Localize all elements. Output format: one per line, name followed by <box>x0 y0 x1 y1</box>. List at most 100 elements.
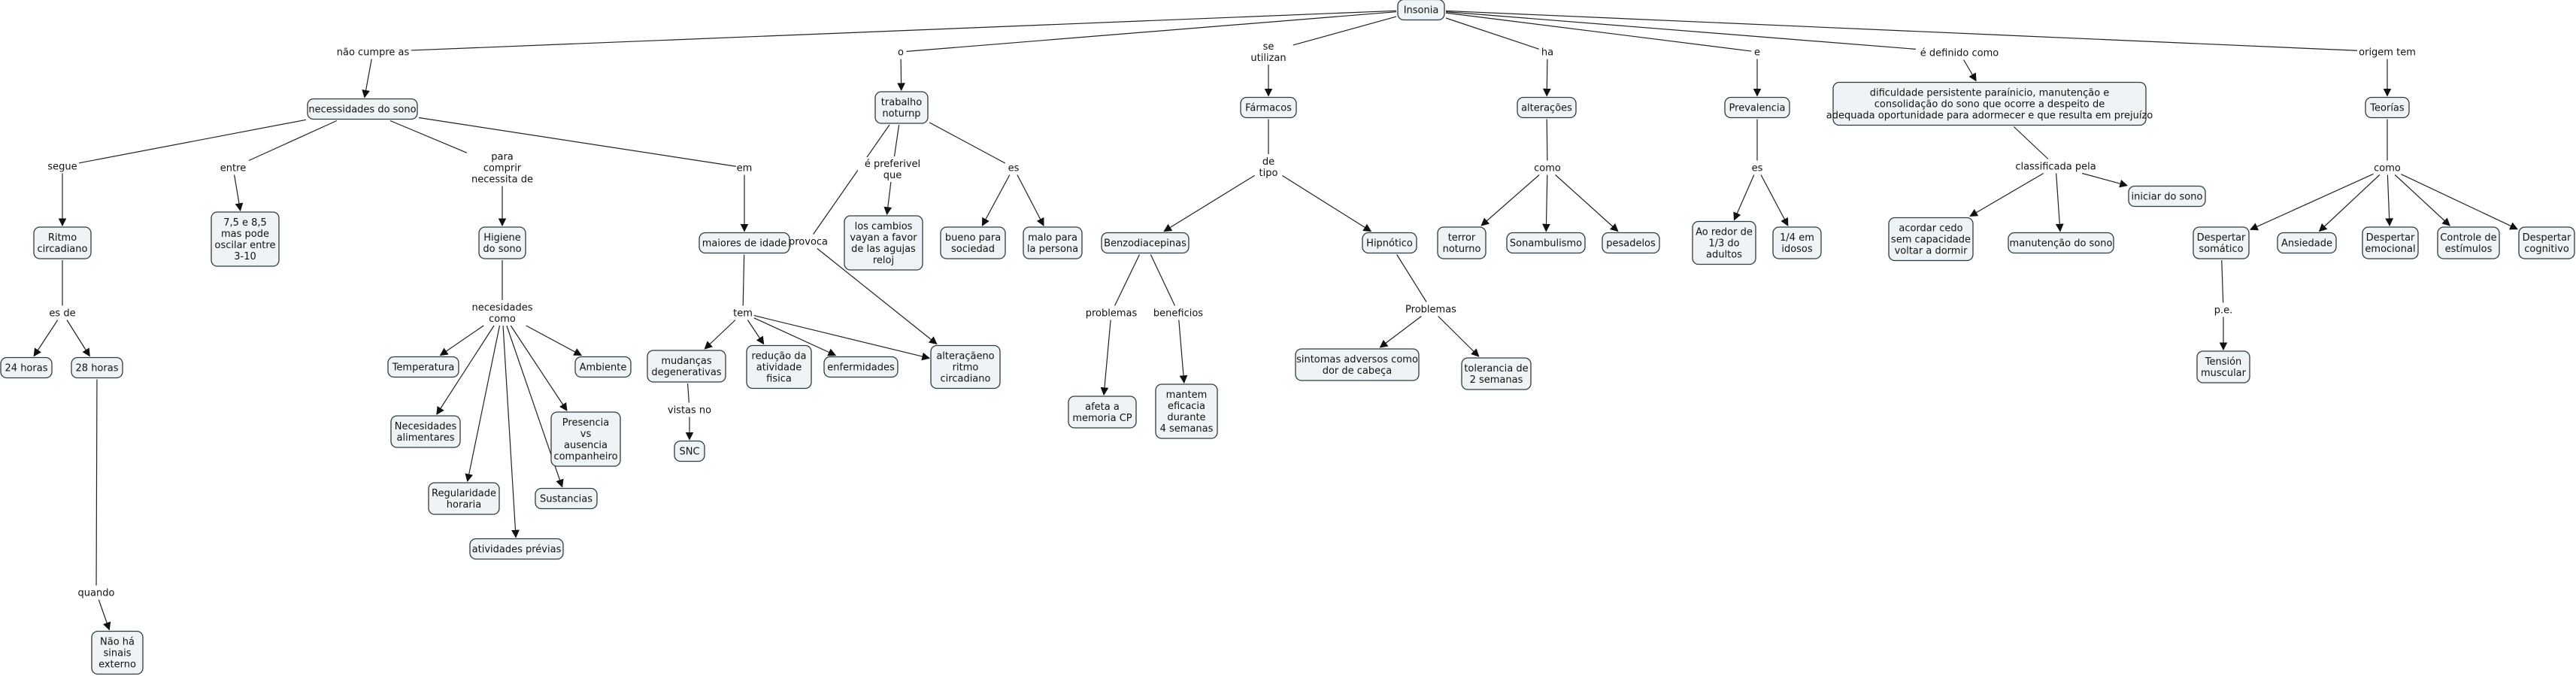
label-text: problemas <box>1086 308 1138 320</box>
connector-necesidades_como-temperatura <box>439 325 484 356</box>
concept-box <box>1240 96 1297 119</box>
concept-box <box>211 211 280 267</box>
concept-text: dificuldade persistente paraínicio, manu… <box>1826 88 2153 122</box>
connector-necessidades-para_comprir <box>389 120 468 153</box>
concept-box <box>1602 232 1660 254</box>
concept-box <box>699 232 790 254</box>
link-label-entre: entre <box>217 161 249 174</box>
connector-entre-oscilar <box>234 174 244 212</box>
concept-manutencao: manutenção do sono <box>2008 232 2114 254</box>
concept-text: alterações <box>1521 103 1572 114</box>
connector-es_prev-idosos <box>1760 174 1789 226</box>
connector-insonia-e_prev <box>1445 12 1752 52</box>
link-label-segue: segue <box>47 159 78 173</box>
label-text: em <box>737 163 753 174</box>
connector-es_prev-redor <box>1733 174 1755 221</box>
connector-como_teo-cognitivo <box>2401 174 2518 230</box>
connector-quando-nao_sinais <box>98 599 111 631</box>
concept-insonia: Insonia <box>1397 0 1445 21</box>
connector-classificada-manutencao <box>2055 173 2064 232</box>
label-text: es <box>1008 163 1020 174</box>
link-label-definido: é definido como <box>1917 46 2002 59</box>
connector-es_de-h28 <box>66 320 90 357</box>
concept-text: maiores de idade <box>702 238 787 250</box>
label-backdrop <box>736 161 753 174</box>
label-backdrop <box>662 403 717 417</box>
concept-teorias: Teorías <box>2365 96 2410 119</box>
label-text: p.e. <box>2214 305 2233 317</box>
concept-box <box>1832 81 2147 126</box>
connector-nao_cumpre-necessidades <box>362 59 372 99</box>
concept-box <box>647 350 726 383</box>
label-text: segue <box>47 162 77 173</box>
label-backdrop <box>2374 161 2401 174</box>
label-backdrop <box>1149 306 1208 320</box>
link-label-es-de: es de <box>47 306 78 320</box>
concept-text: atividades prévias <box>472 544 562 556</box>
label-backdrop <box>2358 45 2417 59</box>
concept-box <box>2437 226 2500 259</box>
label-backdrop <box>786 235 830 248</box>
link-label-como-teo: como <box>2374 161 2401 174</box>
connector-lines <box>33 10 2518 631</box>
connector-benzo-problemas <box>1114 254 1141 306</box>
connector-como_teo-emocional <box>2385 174 2394 227</box>
concept-text: iniciar do sono <box>2132 192 2203 203</box>
concept-box <box>1517 96 1577 119</box>
concept-box <box>1506 232 1586 254</box>
label-text: ha <box>1541 47 1553 59</box>
concept-enfermidades: enfermidades <box>823 356 899 378</box>
connector-problemas2-sintomas <box>1379 316 1422 348</box>
label-text: o <box>898 47 904 59</box>
connector-como_teo-somatico <box>2250 173 2374 231</box>
label-text: beneficios <box>1153 308 1203 320</box>
link-label-ha: ha <box>1539 45 1556 59</box>
label-text: provoca <box>789 237 828 248</box>
label-text: como <box>2374 163 2401 174</box>
label-backdrop <box>217 161 249 174</box>
concept-box <box>1724 96 1790 119</box>
connector-beneficios-mantem <box>1178 320 1188 384</box>
concept-prevalencia: Prevalencia <box>1724 96 1790 119</box>
concept-ansiedade: Ansiedade <box>2277 232 2337 254</box>
concept-text: Benzodiacepinas <box>1104 238 1186 250</box>
connector-insonia-nao_cumpre <box>411 10 1397 51</box>
label-backdrop <box>2210 303 2237 317</box>
concept-hipnotico: Hipnótico <box>1362 232 1417 254</box>
concept-text: pesadelos <box>1606 238 1656 250</box>
concept-box <box>823 356 899 378</box>
connector-tem-reducao <box>747 320 765 345</box>
connector-insonia-ha <box>1445 17 1539 50</box>
concept-box <box>844 215 923 271</box>
label-backdrop <box>857 157 928 181</box>
